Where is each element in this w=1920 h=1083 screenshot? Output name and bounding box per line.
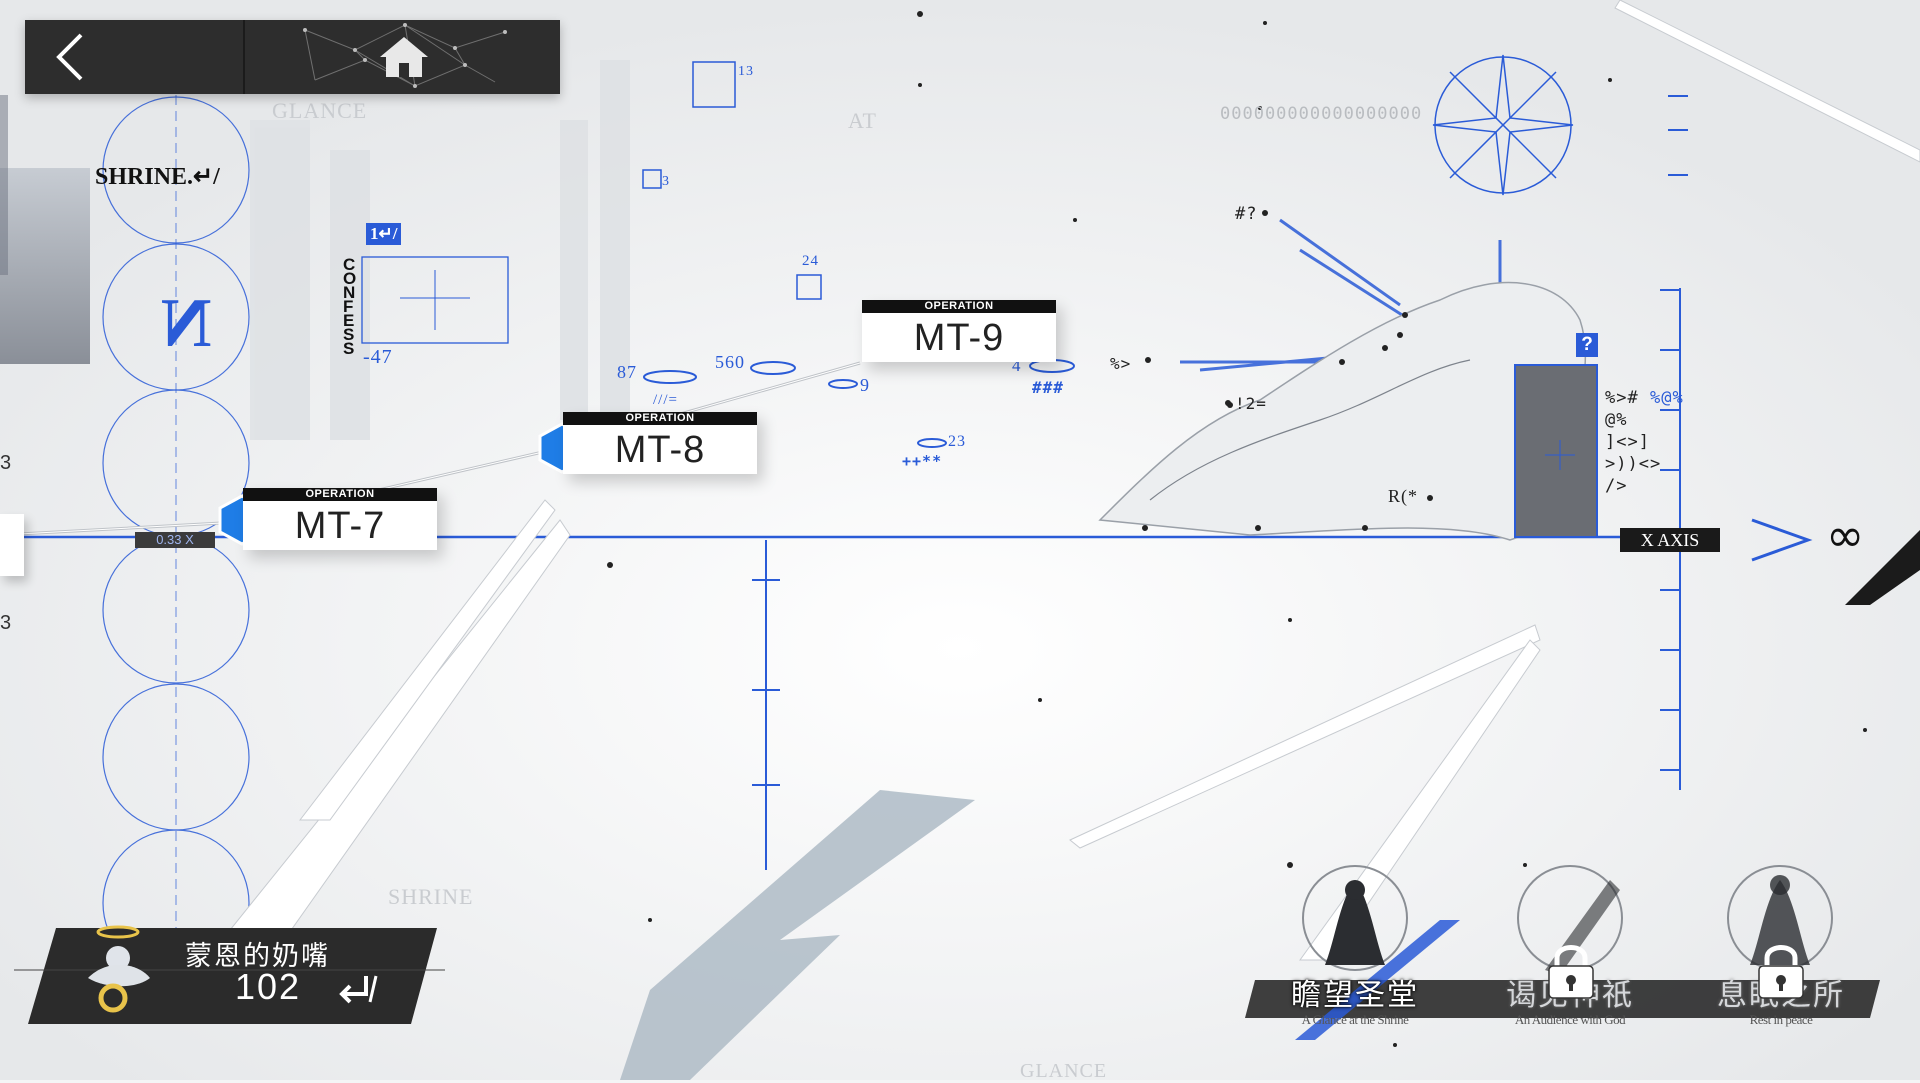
shrine-label-top: SHRINE.↵/: [95, 164, 220, 190]
entry-subtitle: A Glance at the Shrine: [1301, 1012, 1409, 1027]
question-badge[interactable]: ?: [1576, 333, 1598, 357]
back-button[interactable]: [25, 20, 240, 94]
scale-label: 0.33 X: [135, 532, 215, 548]
sym-4: R(*: [1388, 486, 1418, 506]
sym-9: >))<>: [1605, 454, 1662, 474]
item-panel[interactable]: [14, 925, 444, 1024]
lock-icon: [1758, 945, 1804, 999]
x-axis-label: X AXIS: [1620, 528, 1720, 552]
network-pattern: [303, 23, 507, 88]
label-hash: ###: [1032, 378, 1064, 397]
n-glyph: N: [160, 285, 212, 362]
stage-code: MT-8: [614, 429, 706, 471]
home-icon: [379, 37, 428, 77]
enter-icon: [339, 975, 378, 1004]
label-13: 13: [738, 64, 754, 79]
entry-rest-in-peace[interactable]: 息眠之所 Rest in peace: [1686, 890, 1876, 1030]
at-label: AT: [848, 108, 877, 133]
item-name: 蒙恩的奶嘴: [185, 941, 330, 972]
label-9: 9: [860, 375, 870, 395]
stage-tag: OPERATION: [563, 412, 757, 425]
label-560: 560: [715, 352, 745, 372]
top-nav-bar: [25, 20, 560, 94]
label-4: 4: [1012, 356, 1022, 375]
stage-tag: OPERATION: [862, 300, 1056, 313]
label-plus: ++**: [902, 452, 943, 470]
zeros-label: 000000000000000000: [1220, 104, 1423, 124]
stage-code: MT-9: [913, 317, 1005, 359]
label-3: 3: [662, 174, 670, 189]
label-87: 87: [617, 362, 637, 382]
sym-3: !2=: [1235, 394, 1267, 413]
lock-icon: [1548, 945, 1594, 999]
shrine-label-bottom: SHRINE: [388, 884, 474, 909]
label-slashes: ///=: [653, 392, 678, 408]
sym-6: %@%: [1650, 388, 1684, 408]
left-3a: 3: [0, 452, 12, 474]
left-partial-card[interactable]: [0, 514, 24, 576]
stage-tag: OPERATION: [243, 488, 437, 501]
sym-1: #?: [1235, 204, 1258, 224]
home-button[interactable]: [243, 20, 562, 94]
chevron-left-icon: [56, 33, 83, 81]
label-23: 23: [948, 433, 966, 450]
entry-subtitle: Rest in peace: [1749, 1012, 1813, 1027]
marker-1-badge: 1↵/: [366, 223, 402, 245]
entry-title: 瞻望圣堂: [1291, 978, 1419, 1013]
sym-7: @%: [1605, 410, 1628, 430]
sym-8: ]<>]: [1605, 432, 1650, 452]
stage-mt7[interactable]: OPERATION MT-7: [243, 488, 437, 550]
label-24: 24: [802, 253, 819, 269]
stage-mt9[interactable]: OPERATION MT-9: [862, 300, 1056, 362]
sym-10: />: [1605, 476, 1628, 496]
entry-audience-with-god[interactable]: 谒见神祇 An Audience with God: [1475, 890, 1665, 1030]
glance-label-top: GLANCE: [272, 98, 368, 123]
item-count: 102: [235, 966, 302, 1007]
stage-code: MT-7: [294, 505, 386, 547]
sym-2: %>: [1110, 354, 1132, 373]
infinity-label: ∞: [1826, 508, 1865, 562]
label-minus47: -47: [363, 346, 393, 368]
stage-mt8[interactable]: OPERATION MT-8: [563, 412, 757, 474]
left-3b: 3: [0, 612, 12, 634]
sym-5: %>#: [1605, 388, 1639, 408]
entry-glance-at-shrine[interactable]: 瞻望圣堂 A Glance at the Shrine: [1260, 890, 1450, 1030]
glance-label-bottom: GLANCE: [1020, 1060, 1108, 1082]
pacifier-icon: [88, 925, 150, 1013]
confess-label: CONFESS: [343, 255, 358, 358]
entry-subtitle: An Audience with God: [1514, 1012, 1626, 1027]
